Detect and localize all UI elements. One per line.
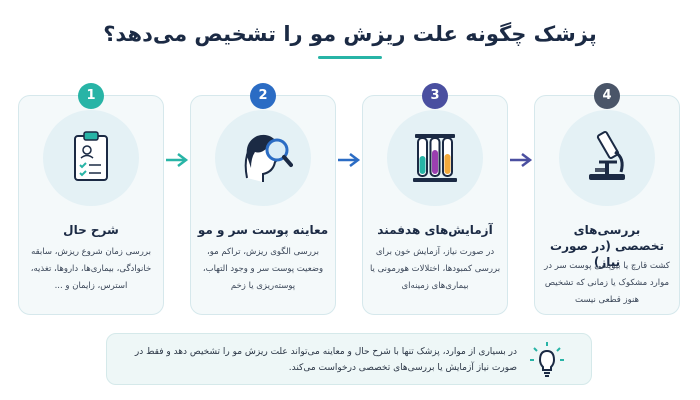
- page-title: پزشک چگونه علت ریزش مو را تشخیص می‌دهد؟: [103, 22, 597, 46]
- step-number-badge: 1: [78, 83, 104, 109]
- step-title: شرح حال: [63, 223, 119, 237]
- summary-note-text: در بسیاری از موارد، پزشک تنها با شرح حال…: [134, 347, 517, 373]
- step-description: کشت قارچ یا بیوپسی پوست سر در موارد مشکو…: [544, 261, 670, 305]
- head-magnifier-icon: [215, 110, 311, 206]
- summary-note: در بسیاری از موارد، پزشک تنها با شرح حال…: [106, 333, 592, 385]
- arrow-right-icon: [166, 153, 189, 167]
- arrow-right-icon: [510, 153, 533, 167]
- step-number-badge: 3: [422, 83, 448, 109]
- step-number-badge: 2: [250, 83, 276, 109]
- lightbulb-icon: [530, 342, 564, 377]
- microscope-icon: [559, 110, 655, 206]
- step-title: بررسی‌های تخصصی (در صورت نیاز): [550, 223, 664, 269]
- step-number-badge: 4: [594, 83, 620, 109]
- clipboard-checklist-icon: [43, 110, 139, 206]
- test-tubes-icon: [387, 110, 483, 206]
- step-description: در صورت نیاز، آزمایش خون برای بررسی کمبو…: [369, 247, 501, 291]
- step-title: معاینه پوست سر و مو: [197, 223, 329, 237]
- step-title: آزمایش‌های هدفمند: [377, 223, 493, 237]
- step-description: بررسی الگوی ریزش، تراکم مو، وضعیت پوست س…: [202, 247, 324, 291]
- arrow-right-icon: [338, 153, 361, 167]
- step-description: بررسی زمان شروع ریزش، سابقه خانوادگی، بی…: [30, 247, 152, 291]
- title-underline: [318, 56, 382, 59]
